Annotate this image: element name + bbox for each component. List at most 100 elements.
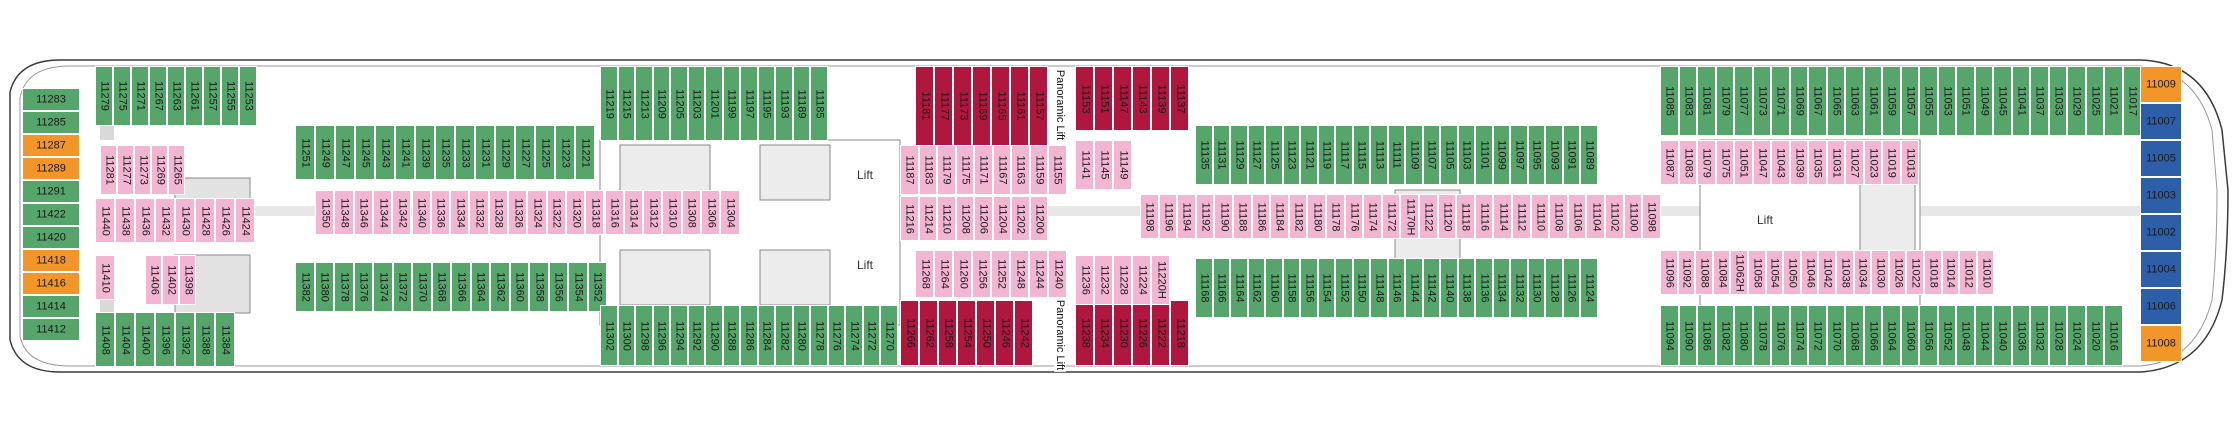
cabin-11076[interactable]: 11076 (1771, 305, 1790, 366)
cabin-11234[interactable]: 11234 (1094, 300, 1113, 366)
cabin-11239[interactable]: 11239 (415, 125, 435, 180)
cabin-11204[interactable]: 11204 (992, 196, 1011, 241)
cabin-11271[interactable]: 11271 (131, 66, 149, 126)
cabin-11112[interactable]: 11112 (1512, 194, 1531, 239)
cabin-11171[interactable]: 11171 (974, 145, 993, 195)
cabin-11151[interactable]: 11151 (1094, 66, 1113, 131)
cabin-11086[interactable]: 11086 (1697, 305, 1716, 366)
cabin-11235[interactable]: 11235 (435, 125, 455, 180)
cabin-11027[interactable]: 11027 (1845, 140, 1864, 185)
cabin-11109[interactable]: 11109 (1405, 125, 1423, 185)
cabin-11110[interactable]: 11110 (1530, 194, 1550, 239)
cabin-11169[interactable]: 11169 (972, 66, 991, 146)
cabin-11406[interactable]: 11406 (145, 255, 162, 305)
cabin-11154[interactable]: 11154 (1317, 258, 1335, 318)
cabin-11105[interactable]: 11105 (1440, 125, 1458, 185)
cabin-11245[interactable]: 11245 (355, 125, 375, 180)
cabin-11402[interactable]: 11402 (162, 255, 179, 305)
cabin-11396[interactable]: 11396 (155, 312, 175, 367)
cabin-11436[interactable]: 11436 (135, 198, 155, 243)
cabin-11273[interactable]: 11273 (134, 145, 151, 195)
cabin-11292[interactable]: 11292 (687, 305, 705, 366)
cabin-11197[interactable]: 11197 (740, 66, 758, 141)
cabin-11198[interactable]: 11198 (1140, 194, 1159, 239)
cabin-11147[interactable]: 11147 (1113, 66, 1132, 131)
cabin-11310[interactable]: 11310 (662, 190, 682, 235)
cabin-11332[interactable]: 11332 (469, 190, 489, 235)
cabin-11252[interactable]: 11252 (991, 250, 1010, 298)
cabin-11081[interactable]: 11081 (1697, 66, 1716, 136)
cabin-11104[interactable]: 11104 (1586, 194, 1605, 239)
cabin-11087[interactable]: 11087 (1660, 140, 1679, 185)
cabin-11360[interactable]: 11360 (509, 262, 529, 312)
cabin-11052[interactable]: 11052 (1937, 305, 1956, 366)
cabin-11240[interactable]: 11240 (1048, 250, 1067, 298)
cabin-11005[interactable]: 11005 (2140, 140, 2182, 177)
cabin-11057[interactable]: 11057 (1900, 66, 1919, 136)
cabin-11091[interactable]: 11091 (1562, 125, 1580, 185)
cabin-11073[interactable]: 11073 (1752, 66, 1771, 136)
cabin-11018[interactable]: 11018 (1924, 250, 1942, 295)
cabin-11282[interactable]: 11282 (775, 305, 793, 366)
cabin-11082[interactable]: 11082 (1715, 305, 1734, 366)
cabin-11269[interactable]: 11269 (151, 145, 168, 195)
cabin-11138[interactable]: 11138 (1457, 258, 1475, 318)
cabin-11143[interactable]: 11143 (1132, 66, 1151, 131)
cabin-11320[interactable]: 11320 (565, 190, 586, 235)
cabin-11090[interactable]: 11090 (1678, 305, 1697, 366)
cabin-11163[interactable]: 11163 (1011, 145, 1030, 195)
cabin-11410[interactable]: 11410 (95, 255, 115, 300)
cabin-11243[interactable]: 11243 (375, 125, 395, 180)
cabin-11280[interactable]: 11280 (792, 305, 810, 366)
cabin-11064[interactable]: 11064 (1882, 305, 1901, 366)
cabin-11035[interactable]: 11035 (1808, 140, 1827, 185)
cabin-11354[interactable]: 11354 (568, 262, 588, 312)
cabin-11233[interactable]: 11233 (455, 125, 475, 180)
cabin-11113[interactable]: 11113 (1370, 125, 1388, 185)
cabin-11047[interactable]: 11047 (1752, 140, 1771, 185)
cabin-11069[interactable]: 11069 (1789, 66, 1808, 136)
cabin-11101[interactable]: 11101 (1475, 125, 1493, 185)
cabin-11404[interactable]: 11404 (115, 312, 135, 367)
cabin-11215[interactable]: 11215 (617, 66, 635, 141)
cabin-11162[interactable]: 11162 (1247, 258, 1265, 318)
cabin-11326[interactable]: 11326 (508, 190, 528, 235)
cabin-11102[interactable]: 11102 (1605, 194, 1624, 239)
cabin-11144[interactable]: 11144 (1405, 258, 1423, 318)
cabin-11256[interactable]: 11256 (972, 250, 991, 298)
cabin-11020[interactable]: 11020 (2085, 305, 2104, 366)
cabin-11009[interactable]: 11009 (2140, 66, 2182, 103)
cabin-11291[interactable]: 11291 (22, 180, 80, 203)
cabin-11275[interactable]: 11275 (113, 66, 131, 126)
cabin-11189[interactable]: 11189 (792, 66, 810, 141)
cabin-11264[interactable]: 11264 (934, 250, 953, 298)
cabin-11142[interactable]: 11142 (1422, 258, 1440, 318)
cabin-11213[interactable]: 11213 (635, 66, 653, 141)
cabin-11284[interactable]: 11284 (757, 305, 775, 366)
cabin-11008[interactable]: 11008 (2140, 325, 2182, 362)
cabin-11012[interactable]: 11012 (1959, 250, 1977, 295)
cabin-11044[interactable]: 11044 (1974, 305, 1993, 366)
cabin-11270[interactable]: 11270 (880, 305, 898, 366)
cabin-11382[interactable]: 11382 (295, 262, 315, 312)
cabin-11132[interactable]: 11132 (1510, 258, 1528, 318)
cabin-11274[interactable]: 11274 (845, 305, 863, 366)
cabin-11422[interactable]: 11422 (22, 203, 80, 226)
cabin-11226[interactable]: 11226 (1132, 300, 1151, 366)
cabin-11246[interactable]: 11246 (995, 300, 1014, 366)
cabin-11340[interactable]: 11340 (411, 190, 431, 235)
cabin-11152[interactable]: 11152 (1335, 258, 1353, 318)
cabin-11220H[interactable]: 11220H (1151, 255, 1170, 305)
cabin-11416[interactable]: 11416 (22, 272, 80, 295)
cabin-11352[interactable]: 11352 (587, 262, 607, 312)
cabin-11092[interactable]: 11092 (1677, 250, 1696, 295)
cabin-11196[interactable]: 11196 (1158, 194, 1178, 239)
cabin-11123[interactable]: 11123 (1282, 125, 1300, 185)
cabin-11426[interactable]: 11426 (215, 198, 235, 243)
cabin-11024[interactable]: 11024 (2067, 305, 2086, 366)
cabin-11135[interactable]: 11135 (1195, 125, 1213, 185)
cabin-11066[interactable]: 11066 (1863, 305, 1882, 366)
cabin-11388[interactable]: 11388 (195, 312, 215, 367)
cabin-11014[interactable]: 11014 (1941, 250, 1960, 295)
cabin-11249[interactable]: 11249 (315, 125, 335, 180)
